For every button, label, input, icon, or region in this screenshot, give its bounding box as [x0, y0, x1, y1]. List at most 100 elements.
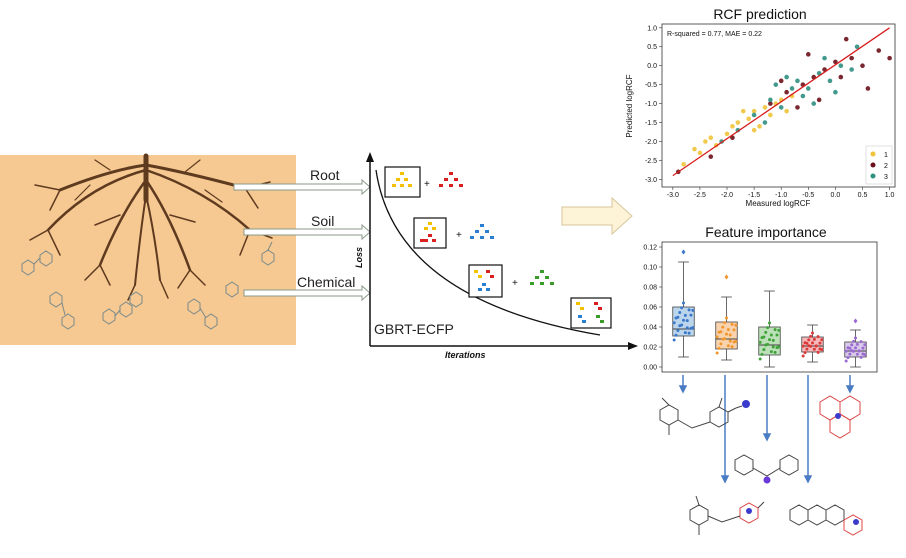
rcf-y-ticks: 1.00.50.0-0.5-1.0-1.5-2.0-2.5-3.0	[645, 25, 662, 184]
importance-point	[676, 328, 680, 332]
rcf-title: RCF prediction	[713, 6, 806, 22]
tree-stage-2: +	[413, 217, 494, 249]
importance-point	[764, 343, 768, 347]
rcf-y-tick-label: -2.5	[645, 158, 657, 165]
tree-stage-3: +	[468, 264, 554, 298]
importance-point	[854, 346, 857, 350]
importance-point	[859, 355, 863, 359]
loss-axis-label: Loss	[354, 247, 364, 268]
importance-point	[816, 335, 820, 339]
rcf-y-tick-label: -0.5	[645, 82, 657, 89]
rcf-point	[816, 97, 822, 103]
rcf-y-tick-label: -2.0	[645, 139, 657, 146]
importance-point	[687, 308, 691, 312]
tree-stage-1: +	[384, 166, 463, 198]
importance-point	[863, 343, 867, 347]
svg-text:+: +	[456, 230, 462, 241]
rcf-point	[860, 63, 865, 68]
importance-point	[809, 334, 813, 338]
molecule-tetracyclic	[789, 504, 863, 536]
importance-point	[846, 356, 850, 360]
importance-point	[811, 331, 814, 335]
importance-point	[682, 301, 685, 305]
rcf-y-tick-label: -3.0	[645, 177, 657, 184]
importance-box	[844, 318, 867, 368]
importance-point	[691, 308, 695, 312]
rcf-point	[746, 116, 751, 122]
importance-point	[773, 328, 777, 332]
rcf-point	[708, 135, 714, 141]
importance-point	[685, 326, 689, 330]
rcf-point	[730, 135, 735, 141]
loss-curve-panel: Loss Iterations GBRT-ECFP + + +	[354, 152, 638, 360]
rcf-point	[854, 44, 860, 50]
importance-point	[855, 342, 859, 346]
rcf-point	[768, 97, 773, 103]
importance-point	[861, 346, 865, 350]
importance-point	[725, 316, 728, 320]
importance-point	[758, 340, 762, 344]
rcf-y-tick-label: -1.0	[645, 101, 657, 108]
rcf-point	[768, 112, 773, 118]
rcf-y-tick-label: 1.0	[647, 25, 657, 32]
importance-point	[768, 338, 771, 342]
rcf-x-tick-label: -3.0	[667, 192, 679, 199]
rcf-point	[784, 89, 789, 95]
rcf-point	[827, 78, 833, 84]
importance-point	[844, 359, 848, 363]
rcf-point	[789, 86, 795, 91]
rcf-point	[887, 55, 892, 61]
importance-point	[726, 344, 730, 348]
rcf-fit-line	[672, 27, 890, 177]
importance-point	[715, 351, 719, 355]
label-soil: Soil	[311, 213, 334, 229]
importance-y-tick-label: 0.06	[643, 305, 657, 312]
importance-point	[687, 331, 691, 335]
rcf-point	[751, 112, 757, 118]
importance-point	[715, 335, 719, 339]
legend-label-3: 3	[884, 174, 888, 181]
importance-point	[818, 341, 822, 345]
importance-point	[814, 344, 818, 348]
model-label: GBRT-ECFP	[374, 321, 454, 337]
importance-point	[680, 306, 684, 310]
molecule-benzo-fused	[819, 395, 861, 439]
importance-point	[717, 330, 721, 334]
structure-arrows	[678, 375, 855, 484]
importance-point	[861, 352, 865, 356]
importance-point	[812, 337, 816, 341]
importance-y-tick-label: 0.00	[643, 365, 657, 372]
importance-point	[812, 347, 816, 351]
soil-arrow	[243, 223, 371, 241]
importance-point	[846, 346, 850, 350]
iterations-axis-label: Iterations	[445, 350, 486, 360]
rcf-chart: RCF prediction R-squared = 0.77, MAE = 0…	[625, 6, 896, 208]
importance-point	[674, 333, 678, 337]
rcf-x-tick-label: -2.5	[694, 192, 706, 199]
importance-point	[805, 347, 809, 351]
importance-outlier	[724, 274, 729, 280]
importance-y-ticks: 0.120.100.080.060.040.020.00	[643, 245, 662, 372]
importance-point	[844, 349, 848, 353]
rcf-x-tick-label: -2.0	[721, 192, 733, 199]
rcf-point	[876, 48, 882, 53]
rcf-point	[800, 93, 806, 99]
rcf-point	[833, 59, 838, 65]
legend-label-1: 1	[884, 152, 888, 159]
loss-curve	[375, 169, 601, 336]
svg-text:+: +	[424, 179, 430, 190]
rcf-x-tick-label: -0.5	[802, 192, 814, 199]
importance-point	[672, 321, 676, 325]
input-arrows	[233, 178, 371, 302]
rcf-point	[768, 101, 773, 106]
importance-box	[758, 290, 781, 368]
importance-point	[801, 354, 805, 358]
rcf-point	[849, 55, 854, 61]
importance-point	[775, 346, 779, 350]
importance-point	[678, 324, 682, 328]
importance-point	[732, 328, 736, 332]
rcf-point	[735, 120, 741, 125]
rcf-point	[757, 124, 762, 129]
importance-point	[850, 349, 854, 353]
rcf-y-tick-label: -1.5	[645, 120, 657, 127]
